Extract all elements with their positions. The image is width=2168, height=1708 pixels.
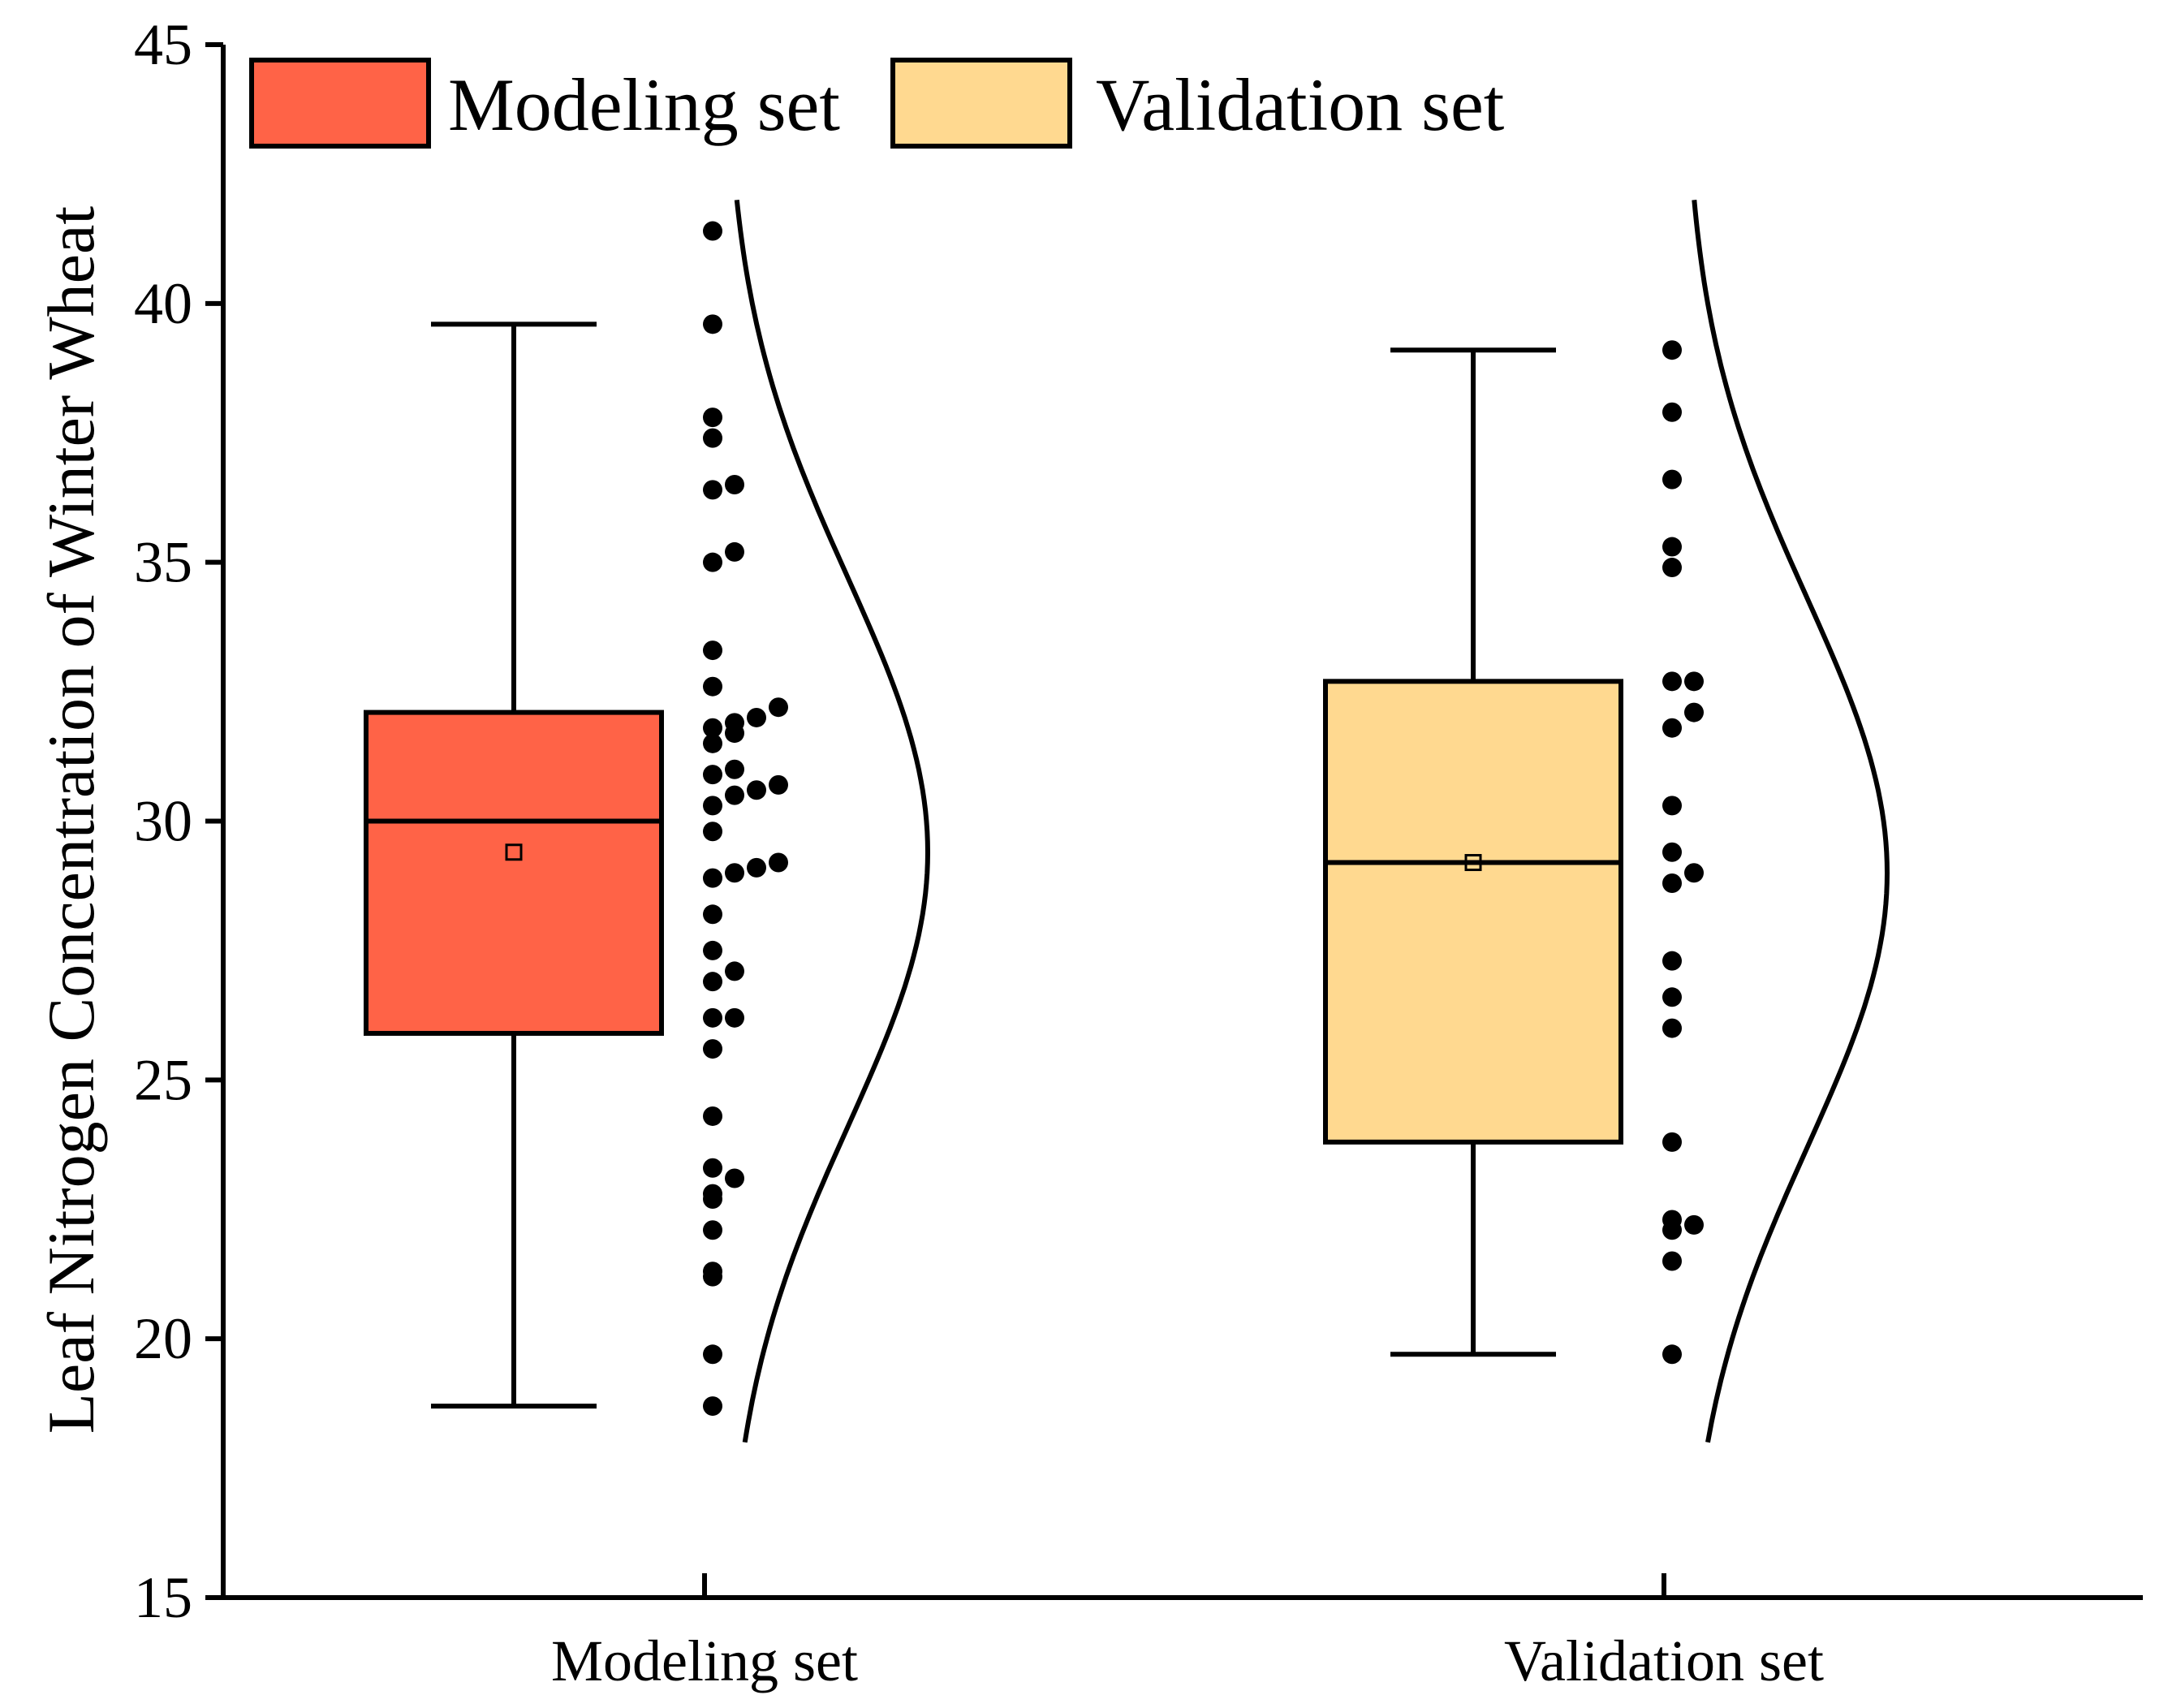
modeling-set-point-32 bbox=[747, 707, 766, 727]
validation-set-point-4 bbox=[1662, 1210, 1682, 1230]
modeling-set-point-7 bbox=[725, 1168, 744, 1188]
validation-set-point-3 bbox=[1684, 1214, 1704, 1235]
modeling-set-point-22 bbox=[703, 796, 722, 816]
y-tick-label-40: 40 bbox=[134, 271, 192, 336]
validation-set-point-0 bbox=[1662, 1344, 1682, 1365]
modeling-set-point-36 bbox=[703, 552, 722, 572]
legend-label-validation-set: Validation set bbox=[1096, 63, 1505, 146]
legend-label-modeling-set: Modeling set bbox=[448, 63, 840, 146]
modeling-set-point-21 bbox=[703, 822, 722, 842]
modeling-set-point-10 bbox=[703, 1039, 722, 1059]
y-tick-label-30: 30 bbox=[134, 789, 192, 854]
validation-set-point-9 bbox=[1662, 873, 1682, 894]
modeling-set-point-17 bbox=[703, 868, 722, 888]
validation-set-density-curve bbox=[1692, 200, 1890, 1443]
modeling-set-point-40 bbox=[703, 428, 722, 448]
modeling-set-point-38 bbox=[703, 480, 722, 500]
modeling-set-point-41 bbox=[703, 408, 722, 428]
validation-set-point-5 bbox=[1662, 1132, 1682, 1152]
validation-set-point-6 bbox=[1662, 1018, 1682, 1038]
validation-set-point-21 bbox=[1662, 340, 1682, 360]
validation-set-point-14 bbox=[1684, 702, 1704, 722]
validation-set-mean-marker bbox=[1464, 854, 1482, 872]
modeling-set-box bbox=[364, 710, 664, 1036]
modeling-set-point-3 bbox=[703, 1262, 722, 1282]
validation-set-point-1 bbox=[1662, 1251, 1682, 1271]
validation-set-point-20 bbox=[1662, 402, 1682, 422]
legend: Modeling set Validation set bbox=[249, 58, 1505, 149]
y-tick-label-35: 35 bbox=[134, 530, 192, 595]
modeling-set-point-16 bbox=[703, 904, 722, 925]
modeling-set-point-20 bbox=[769, 852, 788, 873]
y-tick-label-15: 15 bbox=[134, 1565, 192, 1630]
modeling-set-point-27 bbox=[725, 759, 744, 779]
validation-set-point-16 bbox=[1684, 671, 1704, 692]
modeling-set-point-4 bbox=[703, 1220, 722, 1240]
modeling-set-point-12 bbox=[725, 1007, 744, 1028]
y-axis-title: Leaf Nitrogen Concentration of Winter Wh… bbox=[34, 206, 108, 1434]
modeling-set-point-24 bbox=[747, 780, 766, 800]
modeling-set-point-13 bbox=[703, 972, 722, 992]
modeling-set-point-8 bbox=[703, 1158, 722, 1178]
modeling-set-point-31 bbox=[725, 713, 744, 733]
validation-set-point-13 bbox=[1662, 718, 1682, 738]
modeling-set-point-6 bbox=[703, 1184, 722, 1204]
modeling-set-point-11 bbox=[703, 1007, 722, 1028]
modeling-set-point-42 bbox=[703, 314, 722, 334]
y-tick-label-25: 25 bbox=[134, 1047, 192, 1112]
validation-set-point-7 bbox=[1662, 987, 1682, 1007]
modeling-set-point-39 bbox=[725, 475, 744, 495]
x-category-label-0: Modeling set bbox=[551, 1628, 858, 1693]
legend-swatch-modeling-set bbox=[249, 58, 431, 149]
modeling-set-point-1 bbox=[703, 1344, 722, 1365]
modeling-set-point-9 bbox=[703, 1106, 722, 1126]
modeling-set-point-25 bbox=[769, 774, 788, 795]
modeling-set-point-35 bbox=[703, 640, 722, 661]
modeling-set-point-15 bbox=[703, 940, 722, 960]
modeling-set-point-37 bbox=[725, 541, 744, 562]
modeling-set-point-43 bbox=[703, 221, 722, 241]
modeling-set-mean-marker bbox=[505, 843, 523, 861]
modeling-set-point-0 bbox=[703, 1396, 722, 1417]
validation-set-point-19 bbox=[1662, 469, 1682, 490]
legend-swatch-validation-set bbox=[890, 58, 1072, 149]
modeling-set-point-26 bbox=[703, 765, 722, 785]
modeling-set-density-curve bbox=[734, 199, 931, 1443]
modeling-set-point-28 bbox=[703, 733, 722, 753]
modeling-set-point-33 bbox=[769, 697, 788, 718]
modeling-set-point-34 bbox=[703, 676, 722, 697]
validation-set-point-8 bbox=[1662, 951, 1682, 971]
validation-set-box bbox=[1323, 679, 1623, 1145]
modeling-set-point-14 bbox=[725, 961, 744, 981]
validation-set-point-15 bbox=[1662, 671, 1682, 692]
validation-set-point-18 bbox=[1662, 537, 1682, 557]
validation-set-point-17 bbox=[1662, 558, 1682, 578]
modeling-set-point-23 bbox=[725, 785, 744, 805]
validation-set-point-10 bbox=[1684, 863, 1704, 883]
validation-set-point-12 bbox=[1662, 796, 1682, 816]
modeling-set-point-19 bbox=[747, 857, 766, 878]
x-category-label-1: Validation set bbox=[1504, 1628, 1824, 1693]
modeling-set-point-30 bbox=[703, 718, 722, 738]
validation-set-point-11 bbox=[1662, 842, 1682, 862]
modeling-set-point-18 bbox=[725, 863, 744, 883]
y-tick-label-45: 45 bbox=[134, 12, 192, 77]
y-tick-label-20: 20 bbox=[134, 1306, 192, 1371]
